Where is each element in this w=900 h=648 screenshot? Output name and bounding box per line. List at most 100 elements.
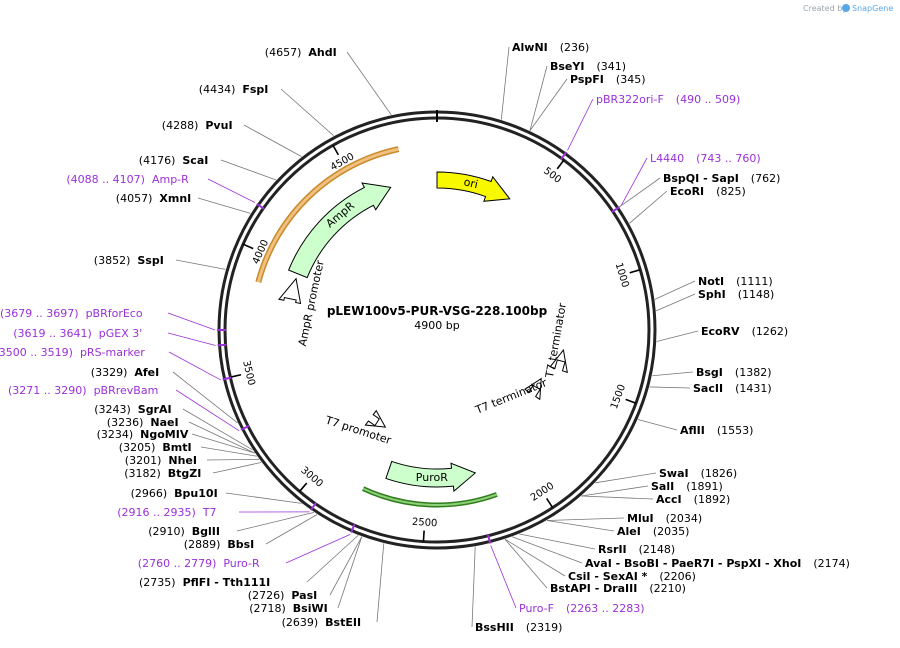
- site-name: FspI: [242, 83, 268, 96]
- enzyme-pflfi[interactable]: (2735)PflFI - Tth111I: [139, 535, 359, 589]
- enzyme-afei[interactable]: (3329)AfeI: [91, 366, 238, 424]
- site-label: (4288)PvuI: [162, 119, 233, 132]
- site-label: (3234)NgoMIV: [97, 428, 189, 441]
- enzyme-xmni[interactable]: (4057)XmnI: [116, 192, 251, 214]
- site-label: (3619 .. 3641)pGEX 3': [13, 327, 142, 340]
- site-name: SwaI: [659, 467, 689, 480]
- leader-line: [529, 65, 548, 131]
- leader-line: [329, 536, 363, 596]
- site-name: AlwNI: [512, 41, 548, 54]
- enzyme-mlui[interactable]: MluI(2034): [546, 512, 702, 525]
- site-name: NotI: [698, 275, 724, 288]
- enzyme-btgzi[interactable]: (3182)BtgZI: [124, 462, 262, 480]
- tick-3000: [298, 482, 308, 492]
- primer-l4440[interactable]: L4440(743 .. 760): [611, 152, 761, 213]
- site-name: AflII: [680, 424, 705, 437]
- enzyme-scai[interactable]: (4176)ScaI: [139, 154, 277, 181]
- site-label: (3236)NaeI: [107, 416, 179, 429]
- enzyme-ecori[interactable]: EcoRI(825): [629, 185, 746, 224]
- tick-label-1000: 1000: [613, 261, 631, 289]
- site-name: NgoMIV: [140, 428, 189, 441]
- feature-ampr-arrow: [287, 182, 392, 279]
- site-position: (2639): [282, 616, 319, 629]
- enzyme-sspi[interactable]: (3852)SspI: [94, 254, 226, 270]
- enzyme-ahdi[interactable]: (4657)AhdI: [265, 46, 392, 116]
- enzyme-bpu10i[interactable]: (2966)Bpu10I: [131, 487, 302, 504]
- enzyme-avai[interactable]: AvaI - BsoBI - PaeR7I - PspXI - XhoI(217…: [512, 536, 850, 570]
- primer-puro-r[interactable]: (2760 .. 2779)Puro-R: [138, 523, 356, 570]
- enzyme-fspi[interactable]: (4434)FspI: [199, 83, 334, 137]
- leader-line: [306, 535, 359, 583]
- enzyme-sgrai[interactable]: (3243)SgrAI: [94, 403, 253, 451]
- site-name: EcoRV: [701, 325, 740, 338]
- primer-pbrforeco[interactable]: (3679 .. 3697)pBRforEco: [0, 307, 226, 331]
- leader-line: [285, 533, 351, 564]
- primer-pbr322ori-f[interactable]: pBR322ori-F(490 .. 509): [560, 93, 740, 160]
- enzyme-nhei[interactable]: (3201)NheI: [125, 454, 260, 467]
- site-name: BtgZI: [168, 467, 202, 480]
- enzyme-bsiwi[interactable]: (2718)BsiWI: [249, 536, 363, 615]
- site-name: AfeI: [134, 366, 159, 379]
- primer-pgex[interactable]: (3619 .. 3641)pGEX 3': [13, 327, 227, 347]
- site-name: pGEX 3': [99, 327, 143, 340]
- feature-ori-label: ori: [462, 175, 479, 191]
- site-label: (3271 .. 3290)pBRrevBam: [8, 384, 158, 397]
- primer-site-mark: [256, 202, 265, 210]
- site-name: AleI: [617, 525, 641, 538]
- enzyme-bglii[interactable]: (2910)BglII: [148, 511, 315, 538]
- enzyme-bseyi[interactable]: BseYI(341): [529, 60, 626, 131]
- enzyme-csii[interactable]: CsiI - SexAI *(2206): [504, 538, 696, 583]
- enzyme-alei[interactable]: AleI(2035): [546, 520, 689, 538]
- primer-prs-marker[interactable]: (3500 .. 3519)pRS-marker: [0, 346, 232, 381]
- enzyme-noti[interactable]: NotI(1111): [654, 275, 773, 300]
- enzyme-bbsi[interactable]: (2889)BbsI: [184, 514, 318, 551]
- enzyme-bmti[interactable]: (3205)BmtI: [119, 441, 257, 457]
- site-label: (2889)BbsI: [184, 538, 254, 551]
- tick-1500: [625, 398, 637, 404]
- site-name: ScaI: [182, 154, 208, 167]
- site-label: (2916 .. 2935)T7: [117, 506, 216, 519]
- enzyme-ngomiv[interactable]: (3234)NgoMIV: [97, 428, 255, 454]
- feature-ori-arrow: [436, 171, 511, 202]
- enzyme-swai[interactable]: SwaI(1826): [595, 467, 737, 484]
- enzyme-bspqi[interactable]: BspQI - SapI(762): [619, 172, 780, 208]
- enzyme-sali[interactable]: SalI(1891): [581, 480, 723, 497]
- site-name: pBRrevBam: [94, 384, 159, 397]
- enzyme-alwni[interactable]: AlwNI (236): [500, 41, 590, 120]
- enzyme-pasi[interactable]: (2726)PasI: [248, 536, 363, 602]
- leader-line: [620, 157, 648, 207]
- tick-label-1500: 1500: [609, 383, 628, 411]
- enzyme-pspfi[interactable]: PspFI(345): [529, 73, 646, 131]
- site-position: (236): [560, 41, 590, 54]
- site-label: CsiI - SexAI *(2206): [568, 570, 696, 583]
- primer-pbrrevbam[interactable]: (3271 .. 3290)pBRrevBam: [8, 384, 250, 432]
- primer-puro-f[interactable]: Puro-F(2263 .. 2283): [487, 534, 645, 615]
- site-position: (4057): [116, 192, 153, 205]
- site-name: BbsI: [227, 538, 254, 551]
- site-label: AflII(1553): [680, 424, 753, 437]
- enzyme-sacii[interactable]: SacII(1431): [649, 382, 772, 395]
- leader-line: [346, 51, 392, 116]
- site-label: Puro-F(2263 .. 2283): [519, 602, 645, 615]
- enzyme-bstapi[interactable]: BstAPI - DraIII(2210): [504, 538, 686, 595]
- leader-line: [167, 312, 216, 331]
- enzyme-sphi[interactable]: SphI(1148): [656, 288, 774, 312]
- enzyme-rsrii[interactable]: RsrII(2148): [519, 533, 675, 556]
- enzyme-bsshii[interactable]: BssHII(2319): [471, 546, 562, 634]
- enzyme-bsgi[interactable]: BsgI(1382): [652, 366, 771, 379]
- site-position: (2206): [659, 570, 696, 583]
- tick-label-2000: 2000: [529, 481, 556, 504]
- enzyme-pvui[interactable]: (4288)PvuI: [162, 119, 302, 157]
- site-name: BsiWI: [293, 602, 328, 615]
- enzyme-ecorv[interactable]: EcoRV(1262): [656, 325, 788, 342]
- primer-amp-r[interactable]: (4088 .. 4107)Amp-R: [66, 173, 265, 210]
- site-position: (345): [616, 73, 646, 86]
- primer-t7[interactable]: (2916 .. 2935)T7: [117, 502, 317, 519]
- enzyme-bsteii[interactable]: (2639)BstEII: [282, 543, 385, 629]
- enzyme-acci[interactable]: AccI(1892): [581, 493, 730, 506]
- site-label: (4434)FspI: [199, 83, 269, 96]
- enzyme-naei[interactable]: (3236)NaeI: [107, 416, 255, 454]
- site-name: pBR322ori-F: [596, 93, 664, 106]
- enzyme-aflii[interactable]: AflII(1553): [637, 419, 753, 437]
